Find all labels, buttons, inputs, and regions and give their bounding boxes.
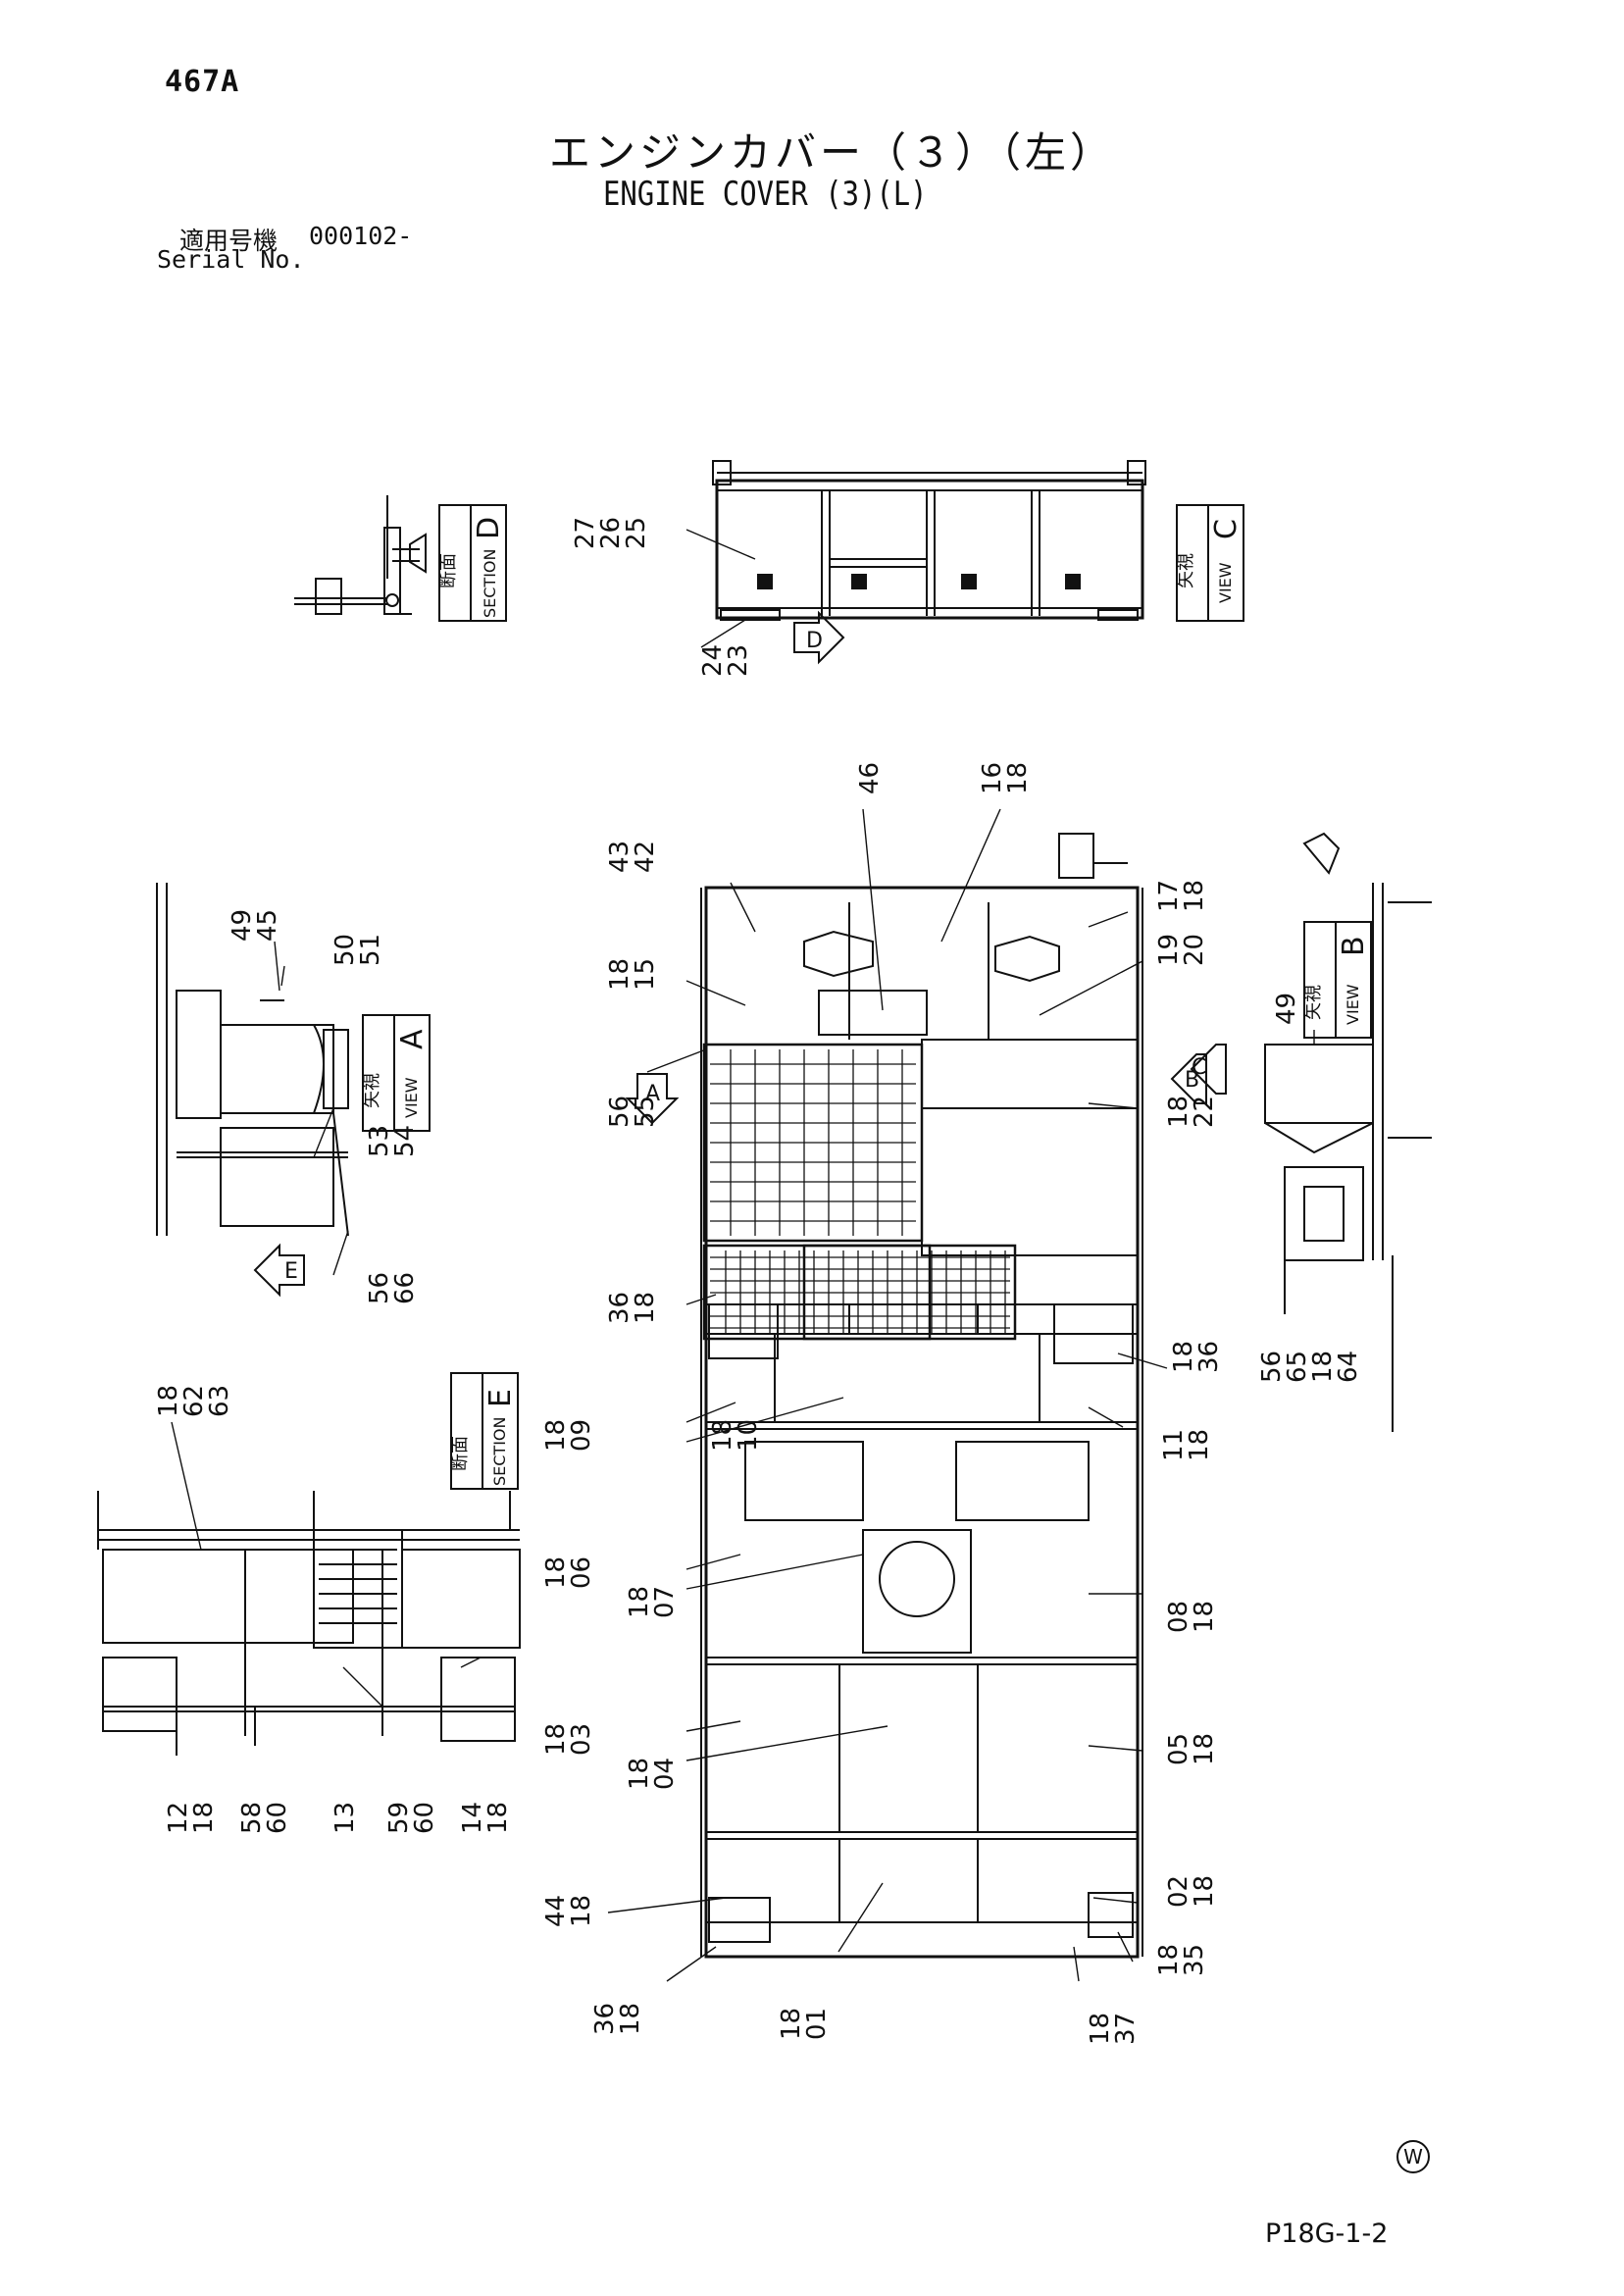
callout-36-18-bottom: 3618	[590, 2003, 645, 2035]
callout-18-06: 1806	[541, 1556, 596, 1589]
leader-lines	[171, 529, 1315, 1982]
callout-05-18: 0518	[1164, 1733, 1219, 1765]
view-b-detail	[1264, 832, 1432, 1432]
callout-group: 272625 2423 4342 46 1618 1718 1815 1920 5655 1822…	[154, 517, 1363, 2045]
callout-36-18-top: 3618	[605, 1292, 660, 1324]
main-plan-frame	[700, 833, 1143, 1959]
callout-49: 49	[1272, 993, 1301, 1025]
view-c-jp: 矢視	[1176, 553, 1196, 588]
view-e-letter: E	[483, 1389, 518, 1407]
section-d-detail	[294, 495, 427, 615]
arrow-e	[253, 1243, 305, 1298]
callout-46: 46	[855, 762, 885, 794]
callout-56-65-18-64: 56651864	[1257, 1351, 1363, 1383]
callout-44-18: 4418	[541, 1895, 596, 1927]
view-c-en: VIEW	[1216, 562, 1235, 603]
view-b-en: VIEW	[1344, 984, 1362, 1025]
arrow-c	[1190, 1044, 1227, 1095]
view-c-markers	[757, 574, 1081, 589]
view-b-jp: 矢視	[1303, 985, 1324, 1020]
callout-18-36-right: 1836	[1169, 1341, 1224, 1373]
callout-59-60: 5960	[384, 1802, 439, 1834]
callout-18-03: 1803	[541, 1723, 596, 1756]
callout-08-18: 0818	[1164, 1601, 1219, 1633]
callout-18-10: 1810	[708, 1419, 763, 1452]
callout-13: 13	[330, 1802, 360, 1834]
callout-18-04: 1804	[625, 1758, 680, 1790]
callout-56-55: 5655	[605, 1096, 660, 1128]
serial-label-english: Serial No.	[157, 245, 305, 274]
arrow-a-letter: A	[645, 1082, 660, 1106]
arrow-b-letter: B	[1185, 1068, 1199, 1093]
callout-16-18: 1618	[978, 762, 1033, 794]
callout-53-54: 5354	[365, 1125, 420, 1157]
title-english: ENGINE COVER (3)(L)	[603, 175, 928, 214]
title-japanese: エンジンカバー（３）（左）	[549, 128, 1116, 177]
callout-18-22: 1822	[1164, 1096, 1219, 1128]
section-e-detail	[97, 1491, 521, 1756]
callout-19-20: 1920	[1154, 934, 1209, 966]
arrow-d	[793, 610, 845, 665]
arrow-b	[1170, 1053, 1207, 1104]
view-b-letter: B	[1337, 936, 1371, 956]
callout-18-62-63: 186263	[154, 1385, 234, 1417]
callout-11-18: 1118	[1159, 1429, 1214, 1461]
callout-18-07: 1807	[625, 1586, 680, 1618]
direction-arrows	[253, 610, 1227, 1298]
view-d-jp: 断面	[438, 553, 459, 588]
grille-panels	[702, 1043, 1017, 1341]
serial-number: 000102-	[309, 222, 413, 250]
figure-code: P18G-1-2	[1265, 2219, 1389, 2249]
callout-18-15: 1815	[605, 958, 660, 991]
callout-18-35: 1835	[1154, 1944, 1209, 1976]
callout-14-18: 1418	[458, 1802, 513, 1834]
view-a-letter: A	[395, 1029, 430, 1049]
view-d-letter: D	[472, 517, 506, 539]
callout-43-42: 4342	[605, 841, 660, 873]
arrow-e-letter: E	[284, 1259, 298, 1284]
view-c-side	[712, 460, 1146, 621]
arrow-c-letter: C	[1192, 1055, 1206, 1080]
callout-12-18: 1218	[164, 1802, 219, 1834]
page-code: 467A	[165, 65, 240, 99]
watermark-symbol: W	[1396, 2140, 1430, 2173]
view-a-en: VIEW	[402, 1077, 421, 1118]
view-e-en: SECTION	[490, 1417, 509, 1487]
callout-18-37: 1837	[1086, 2013, 1141, 2045]
callout-24-23: 2423	[698, 644, 753, 677]
view-a-detail	[156, 883, 349, 1237]
callout-18-09: 1809	[541, 1419, 596, 1452]
callout-49-45: 4945	[228, 909, 282, 942]
view-a-jp: 矢視	[362, 1073, 382, 1108]
callout-02-18: 0218	[1164, 1875, 1219, 1908]
callout-50-51: 5051	[330, 934, 385, 966]
view-e-jp: 断面	[450, 1436, 471, 1471]
arrow-d-letter: D	[806, 629, 823, 653]
view-label-boxes	[362, 504, 1372, 1490]
callout-56-66: 5666	[365, 1272, 420, 1304]
callout-18-01: 1801	[777, 2008, 832, 2040]
callout-27-26-25: 272625	[571, 517, 651, 549]
arrow-a	[625, 1073, 680, 1125]
serial-label-japanese: 適用号機	[179, 227, 279, 255]
view-d-en: SECTION	[481, 549, 499, 619]
callout-58-60: 5860	[237, 1802, 292, 1834]
callout-17-18: 1718	[1154, 880, 1209, 912]
view-c-letter: C	[1209, 519, 1243, 539]
